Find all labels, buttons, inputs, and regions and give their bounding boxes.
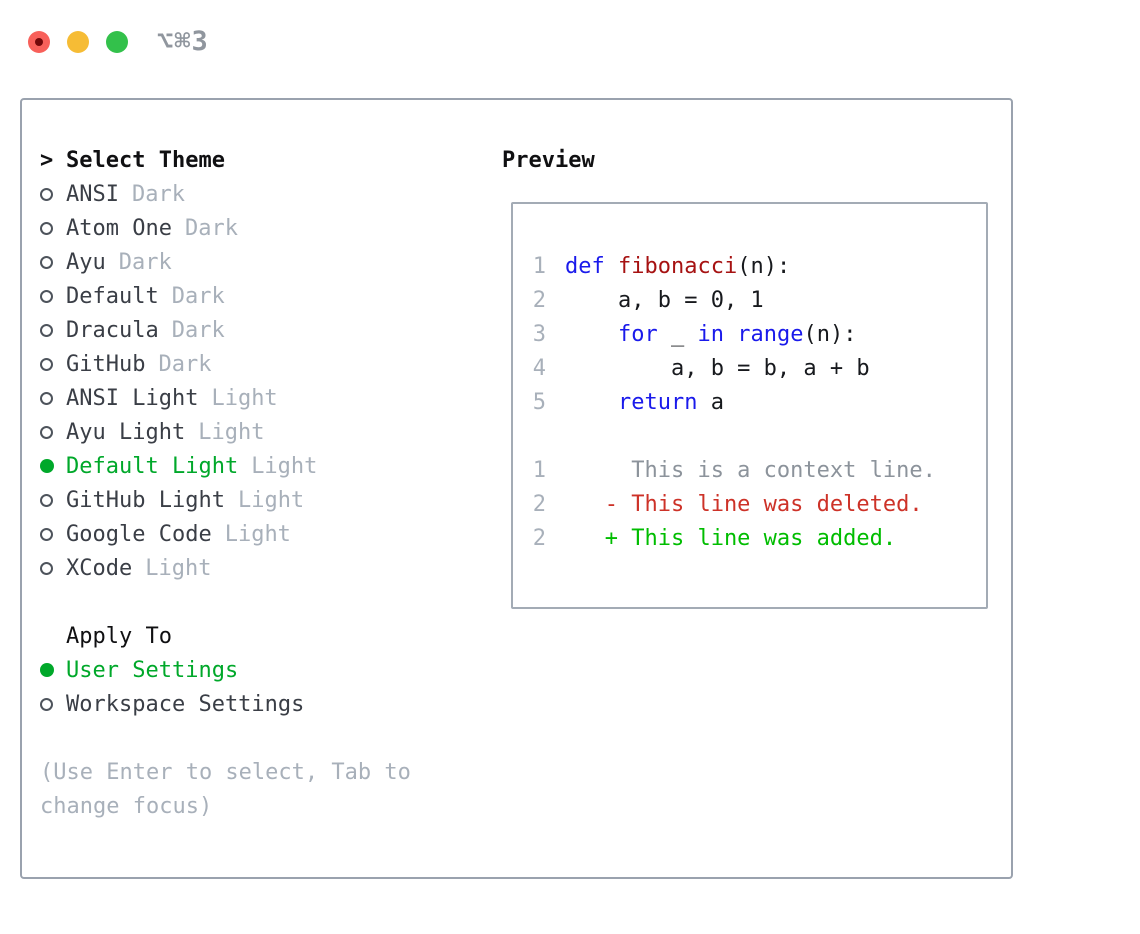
theme-picker-panel: > Select Theme ANSI Dark Atom One Dark A…: [20, 98, 1013, 879]
spacer-row: [40, 721, 411, 755]
theme-list-column: > Select Theme ANSI Dark Atom One Dark A…: [40, 143, 411, 823]
radio-on-icon: [40, 663, 54, 677]
diff-context-line: 1 This is a context line.: [532, 454, 986, 488]
keyboard-hint-line1: (Use Enter to select, Tab to: [40, 759, 411, 785]
radio-off-icon: [40, 561, 53, 575]
line-number: 1: [532, 254, 546, 279]
apply-option-workspace-settings[interactable]: Workspace Settings: [40, 687, 411, 721]
line-number: 5: [532, 390, 546, 415]
select-theme-title: Select Theme: [66, 147, 225, 173]
theme-option-atom-one-dark[interactable]: Atom One Dark: [40, 211, 411, 245]
focus-marker: >: [40, 147, 54, 173]
code-line: 2 a, b = 0, 1: [532, 284, 986, 318]
line-number: 4: [532, 356, 546, 381]
zoom-button[interactable]: [106, 30, 128, 53]
close-dot-icon: [35, 37, 43, 46]
diff-added-line: 2 + This line was added.: [532, 522, 986, 556]
line-number: 2: [532, 288, 546, 313]
code-line: 4 a, b = b, a + b: [532, 352, 986, 386]
select-theme-header: > Select Theme: [40, 143, 411, 177]
apply-to-header: Apply To: [40, 619, 411, 653]
theme-option-dracula-dark[interactable]: Dracula Dark: [40, 313, 411, 347]
titlebar: ⌥⌘3: [28, 26, 209, 57]
theme-option-default-light[interactable]: Default Light Light: [40, 449, 411, 483]
line-number: 2: [532, 492, 546, 517]
apply-option-user-settings[interactable]: User Settings: [40, 653, 411, 687]
minimize-button[interactable]: [67, 30, 89, 53]
diff-deleted-line: 2 - This line was deleted.: [532, 488, 986, 522]
theme-option-ansi-light[interactable]: ANSI Light Light: [40, 381, 411, 415]
line-number: 1: [532, 458, 546, 483]
theme-option-ansi-dark[interactable]: ANSI Dark: [40, 177, 411, 211]
radio-off-icon: [40, 493, 53, 507]
theme-option-github-dark[interactable]: GitHub Dark: [40, 347, 411, 381]
window-shortcut-label: ⌥⌘3: [157, 26, 209, 57]
line-number: 2: [532, 526, 546, 551]
code-line: 3 for _ in range(n):: [532, 318, 986, 352]
radio-off-icon: [40, 425, 53, 439]
radio-on-icon: [40, 459, 54, 473]
radio-off-icon: [40, 391, 53, 405]
theme-option-default-dark[interactable]: Default Dark: [40, 279, 411, 313]
theme-option-google-code[interactable]: Google Code Light: [40, 517, 411, 551]
code-line: 5 return a: [532, 386, 986, 420]
apply-to-title: Apply To: [66, 623, 172, 649]
preview-heading: Preview: [502, 147, 595, 173]
theme-option-github-light[interactable]: GitHub Light Light: [40, 483, 411, 517]
radio-off-icon: [40, 255, 53, 269]
line-number: 3: [532, 322, 546, 347]
keyboard-hint-line2: change focus): [40, 793, 213, 819]
theme-option-ayu-dark[interactable]: Ayu Dark: [40, 245, 411, 279]
radio-off-icon: [40, 221, 53, 235]
radio-off-icon: [40, 289, 53, 303]
theme-option-ayu-light[interactable]: Ayu Light Light: [40, 415, 411, 449]
radio-off-icon: [40, 527, 53, 541]
radio-off-icon: [40, 357, 53, 371]
radio-off-icon: [40, 323, 53, 337]
close-button[interactable]: [28, 30, 50, 53]
code-line-blank: [532, 420, 986, 454]
theme-option-xcode[interactable]: XCode Light: [40, 551, 411, 585]
spacer-row: [40, 585, 411, 619]
radio-off-icon: [40, 697, 53, 711]
radio-off-icon: [40, 187, 53, 201]
